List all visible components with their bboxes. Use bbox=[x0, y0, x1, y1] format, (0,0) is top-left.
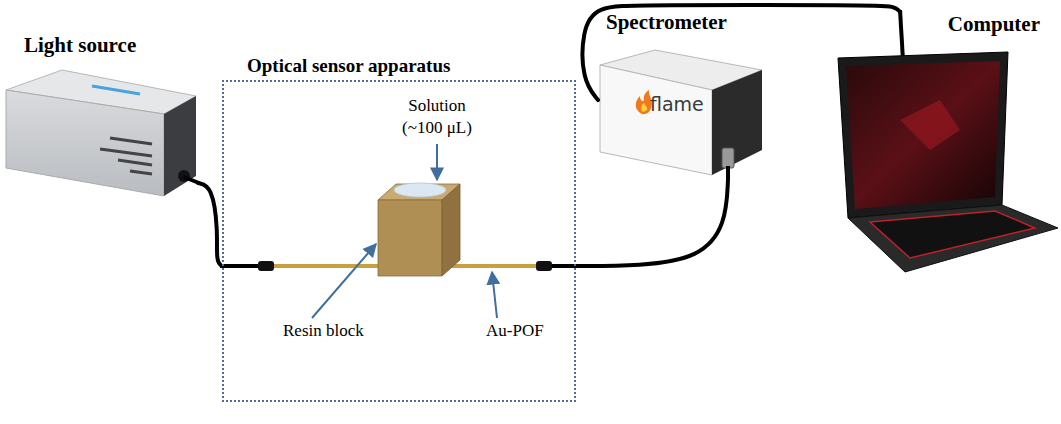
leader-arrow bbox=[312, 244, 376, 318]
block-side bbox=[442, 184, 460, 276]
cable bbox=[900, 10, 903, 60]
flame-logo bbox=[641, 103, 647, 112]
light-source-device bbox=[6, 70, 199, 196]
display-graphic bbox=[900, 100, 960, 150]
spectrometer-device bbox=[600, 50, 762, 180]
brand-logo: flame bbox=[650, 93, 704, 115]
apparatus-frame: Optical sensor apparatus bbox=[222, 55, 576, 402]
device-heading: Computer bbox=[948, 12, 1040, 37]
laptop bbox=[838, 10, 1058, 272]
solution-drop bbox=[394, 183, 446, 197]
flame-logo bbox=[636, 90, 652, 114]
device-vent bbox=[100, 149, 152, 156]
device-node: Light source bbox=[2, 33, 198, 198]
fiber-connector bbox=[258, 261, 274, 271]
laptop-display bbox=[846, 61, 1000, 209]
device-vent bbox=[118, 160, 152, 165]
device-side bbox=[712, 70, 762, 175]
leader-arrow bbox=[436, 144, 438, 180]
resin-block bbox=[378, 183, 460, 276]
laptop-keyboard bbox=[870, 211, 1035, 258]
fiber-cable bbox=[576, 178, 728, 266]
laptop-screen bbox=[838, 52, 1008, 218]
fiber-connector bbox=[536, 261, 552, 271]
block-front bbox=[378, 200, 442, 276]
laptop-base bbox=[848, 205, 1058, 272]
solution-label: Solution (~100 μL) bbox=[390, 95, 484, 139]
device-heading: Optical sensor apparatus bbox=[247, 55, 450, 78]
fiber-cable bbox=[198, 183, 222, 266]
device-node: Computer bbox=[822, 12, 1058, 278]
dotted-border bbox=[222, 80, 576, 402]
part-label: Resin block bbox=[283, 321, 364, 341]
device-heading: Light source bbox=[24, 33, 136, 58]
device-front bbox=[6, 90, 164, 196]
device-vent bbox=[130, 171, 152, 174]
device-accent bbox=[92, 86, 140, 94]
fiber-cable bbox=[583, 5, 900, 100]
device-front bbox=[600, 65, 712, 175]
device-vent bbox=[110, 138, 152, 144]
part-label: Au-POF bbox=[486, 321, 544, 341]
leader-arrow bbox=[492, 272, 497, 318]
sma-connector bbox=[722, 148, 734, 168]
cable bbox=[220, 264, 260, 268]
device-heading: Spectrometer bbox=[606, 10, 727, 35]
